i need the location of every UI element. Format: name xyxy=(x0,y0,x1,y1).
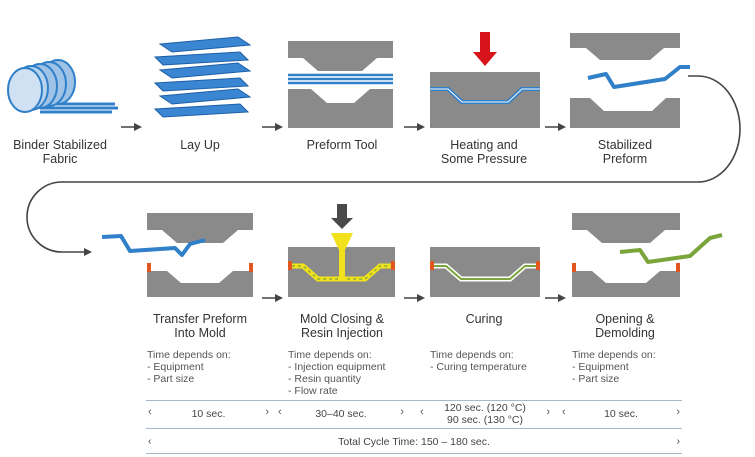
bracket-right-icon: › xyxy=(546,406,550,418)
heat-pressure-arrow-icon xyxy=(473,32,497,66)
total-cycle-time: ‹ Total Cycle Time: 150 – 180 sec. › xyxy=(146,432,682,452)
note-curing: Time depends on: - Curing temperature xyxy=(430,349,527,373)
total-cycle-value: Total Cycle Time: 150 – 180 sec. xyxy=(338,436,490,448)
note-line: - Equipment xyxy=(147,361,204,373)
note-line: - Part size xyxy=(147,373,195,385)
time-value: 30–40 sec. xyxy=(315,408,367,420)
time-value: 90 sec. (130 °C) xyxy=(447,414,523,426)
note-line: Time depends on: xyxy=(147,349,231,361)
step-label-preform-tool: Preform Tool xyxy=(306,138,378,152)
step-label-binder-fabric: Binder Stabilized Fabric xyxy=(13,138,107,166)
time-value: 120 sec. (120 °C) xyxy=(444,402,526,414)
bracket-left-icon: ‹ xyxy=(420,406,424,418)
bracket-left-icon: ‹ xyxy=(148,435,152,447)
time-value: 10 sec. xyxy=(604,408,638,420)
curing-mold-icon xyxy=(430,247,540,297)
note-line: - Injection equipment xyxy=(288,361,386,373)
time-transfer: ‹ 10 sec. › xyxy=(146,400,271,428)
note-line: - Curing temperature xyxy=(430,361,527,373)
bracket-right-icon: › xyxy=(676,406,680,418)
step-label-opening-demolding: Opening & Demolding xyxy=(595,312,655,340)
note-line: Time depends on: xyxy=(572,349,656,361)
note-line: Time depends on: xyxy=(430,349,514,361)
note-line: - Flow rate xyxy=(288,385,338,397)
step-label-stabilized-preform: Stabilized Preform xyxy=(597,138,653,166)
demolding-icon xyxy=(572,213,723,297)
heating-press-icon xyxy=(430,72,540,128)
connector-loop xyxy=(26,75,741,256)
step-label-lay-up: Lay Up xyxy=(180,138,220,152)
preform-tool-icon xyxy=(288,41,393,128)
time-rule-middle xyxy=(146,428,682,429)
step-label-closing-injection: Mold Closing & Resin Injection xyxy=(299,312,385,340)
time-opening: ‹ 10 sec. › xyxy=(560,400,682,428)
time-rule-bottom xyxy=(146,453,682,454)
step-label-heating: Heating and Some Pressure xyxy=(440,138,528,166)
bracket-left-icon: ‹ xyxy=(562,406,566,418)
note-opening: Time depends on: - Equipment - Part size xyxy=(572,349,656,385)
note-line: - Resin quantity xyxy=(288,373,361,385)
step-label-curing: Curing xyxy=(465,312,503,326)
step-label-transfer: Transfer Preform Into Mold xyxy=(152,312,247,340)
bracket-right-icon: › xyxy=(676,435,681,447)
injection-mold-icon xyxy=(288,233,395,297)
bracket-right-icon: › xyxy=(265,406,269,418)
time-curing: ‹ 120 sec. (120 °C) 90 sec. (130 °C) › xyxy=(418,400,552,428)
note-line: Time depends on: xyxy=(288,349,372,361)
bracket-left-icon: ‹ xyxy=(148,406,152,418)
note-line: - Part size xyxy=(572,373,620,385)
bracket-right-icon: › xyxy=(400,406,404,418)
time-value: 10 sec. xyxy=(191,408,226,420)
note-line: - Equipment xyxy=(572,361,629,373)
time-rule-top xyxy=(146,400,682,401)
note-closing: Time depends on: - Injection equipment -… xyxy=(288,349,385,397)
note-transfer: Time depends on: - Equipment - Part size xyxy=(147,349,231,385)
stabilized-preform-icon xyxy=(570,33,690,128)
layup-stack-icon xyxy=(153,36,252,118)
injection-arrow-icon xyxy=(331,204,353,229)
fabric-roll-icon xyxy=(7,59,118,114)
transfer-mold-icon xyxy=(101,213,253,297)
time-closing: ‹ 30–40 sec. › xyxy=(276,400,406,428)
bracket-left-icon: ‹ xyxy=(278,406,282,418)
